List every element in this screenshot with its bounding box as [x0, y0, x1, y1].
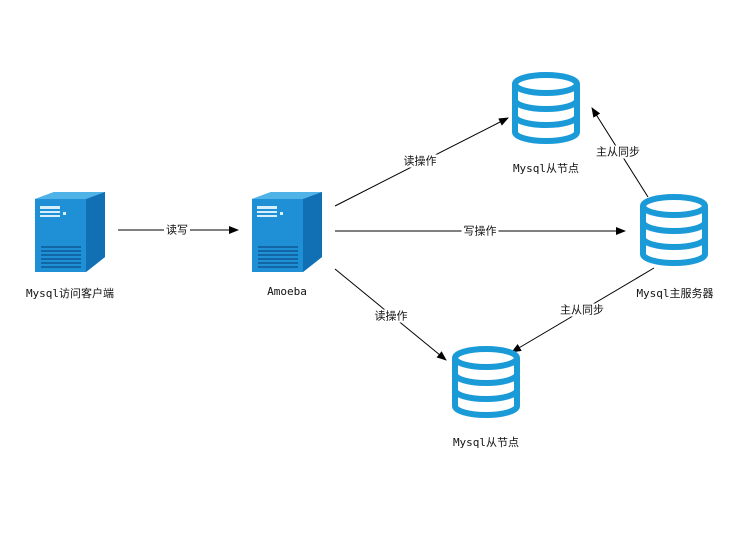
- master-label: Mysql主服务器: [636, 287, 714, 300]
- edge-label-master-slave-top: 主从同步: [594, 145, 642, 159]
- edge-label-amoeba-master: 写操作: [461, 224, 499, 238]
- database-icon: [512, 72, 580, 144]
- database-icon: [452, 346, 520, 418]
- edge-label-client-amoeba: 读写: [164, 223, 190, 237]
- amoeba-label: Amoeba: [267, 285, 307, 298]
- client-label: Mysql访问客户端: [25, 287, 115, 300]
- edge-label-master-slave-bottom: 主从同步: [558, 303, 606, 317]
- database-icon: [640, 194, 708, 266]
- slave-bottom-label: Mysql从节点: [452, 436, 520, 449]
- server-icon: [252, 192, 322, 272]
- edge-label-amoeba-slave-bottom: 读操作: [372, 309, 410, 323]
- slave-top-label: Mysql从节点: [512, 162, 580, 175]
- server-icon: [35, 192, 105, 272]
- edge-label-amoeba-slave-top: 读操作: [401, 154, 439, 168]
